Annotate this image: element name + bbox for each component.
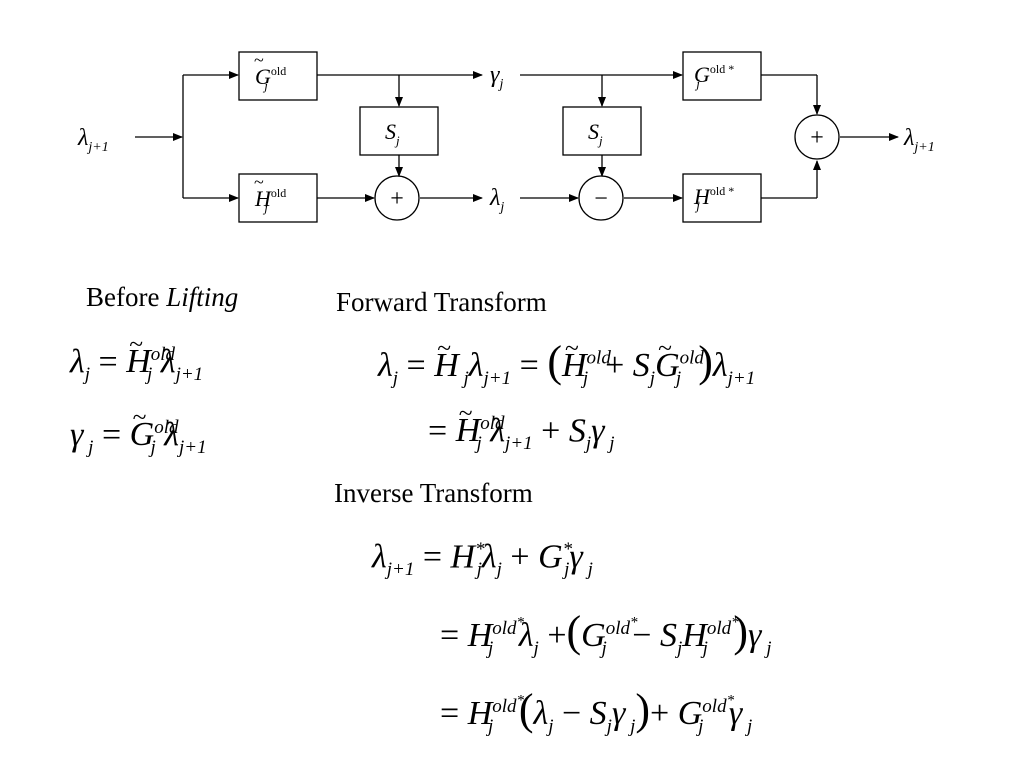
before-gamma-equation: γ j = Goldj λj+1 bbox=[70, 404, 207, 457]
forward-equation-line1: λj = H jλj+1 = (Holdj + SjGoldj )λj+1 bbox=[378, 335, 755, 388]
output-lambda-label: λj+1 bbox=[903, 125, 935, 155]
inverse-equation-line2: = Hold*j λj +(Gold*j − SjHold*j )γ j bbox=[440, 607, 772, 659]
input-lambda-label: λj+1 bbox=[77, 125, 109, 155]
s-forward-box bbox=[359, 106, 439, 156]
plus-symbol: + bbox=[390, 186, 404, 212]
h-old-box bbox=[238, 173, 318, 223]
s-inverse-label: Sj bbox=[588, 119, 603, 148]
s-forward-label: Sj bbox=[385, 119, 400, 148]
minus-symbol: − bbox=[594, 186, 608, 212]
forward-adder bbox=[374, 175, 420, 221]
inverse-equation-line1: λj+1 = H*jλj + G*jγ j bbox=[372, 538, 593, 581]
output-adder bbox=[794, 114, 840, 160]
inverse-subtractor bbox=[578, 175, 624, 221]
h-old-star-box bbox=[682, 173, 762, 223]
before-lifting-heading: Before Lifting bbox=[86, 282, 239, 312]
h-old-star-label: Hold *j bbox=[693, 184, 734, 213]
g-old-tilde: ~ bbox=[254, 50, 264, 70]
inverse-equation-line3: = Hold*j (λj − Sjγ j)+ Gold*j γ j bbox=[440, 685, 753, 737]
g-old-star-label: Gold *j bbox=[694, 62, 734, 91]
g-old-star-box bbox=[682, 51, 762, 101]
g-old-box bbox=[238, 51, 318, 101]
forward-transform-heading: Forward Transform bbox=[336, 287, 547, 317]
before-lambda-equation: λj = Holdj λj+1 bbox=[70, 331, 203, 384]
lambda-j-label: λj bbox=[489, 185, 504, 215]
h-old-tilde: ~ bbox=[254, 172, 264, 192]
inverse-transform-heading: Inverse Transform bbox=[334, 478, 533, 508]
s-inverse-box bbox=[562, 106, 642, 156]
forward-equation-line2: = Holdj λj+1 + Sjγ j bbox=[428, 400, 615, 453]
gamma-j-label: γj bbox=[490, 62, 503, 92]
output-plus-symbol: + bbox=[810, 125, 824, 151]
